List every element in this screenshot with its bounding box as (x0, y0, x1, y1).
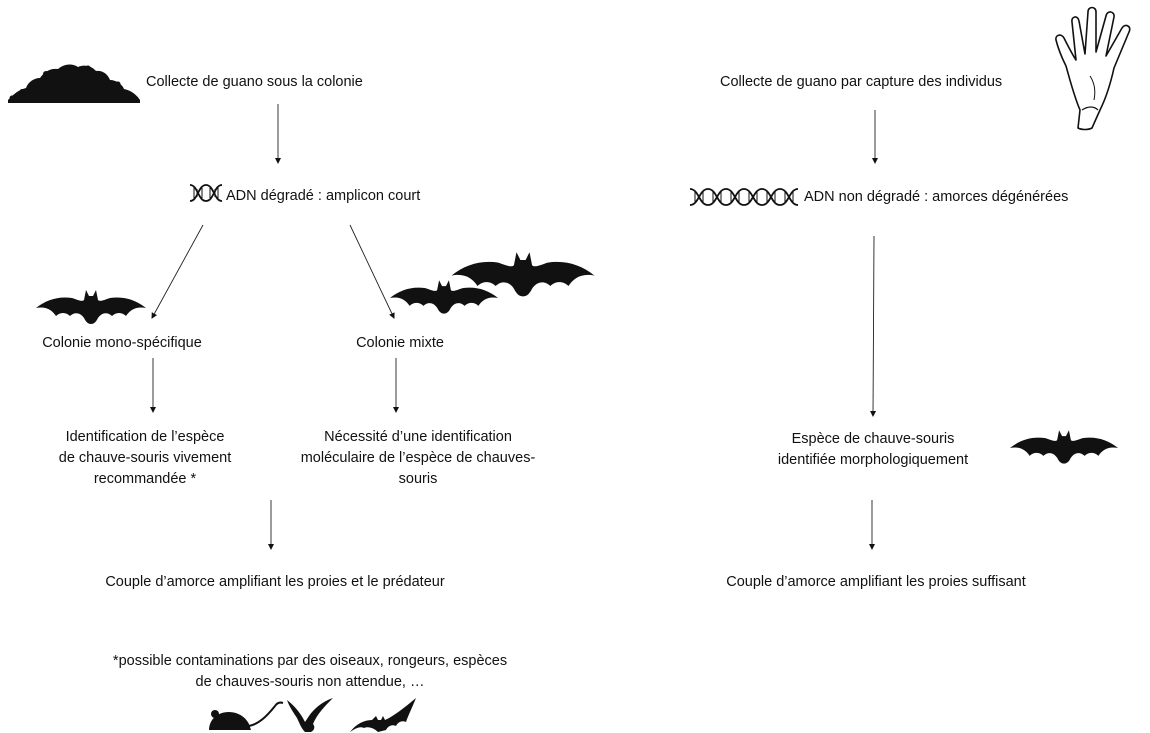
footnote: *possible contaminations par des oiseaux… (60, 651, 560, 693)
text-line: *possible contaminations par des oiseaux… (112, 653, 508, 669)
step-collect-capture: Collecte de guano par capture des indivi… (720, 74, 1003, 90)
bird-icon (287, 698, 333, 732)
text-line: souris (398, 471, 438, 487)
dna-icon (690, 188, 798, 206)
text-line: moléculaire de l’espèce de chauves- (300, 450, 536, 466)
step-mono-colony: Colonie mono-spécifique (42, 335, 202, 351)
mouse-icon (209, 701, 284, 730)
step-mixed-colony: Colonie mixte (356, 335, 444, 351)
arrow-dna-to-mono (151, 224, 204, 319)
step-primer-right: Couple d’amorce amplifiant les proies su… (726, 574, 1026, 590)
step-dna-degraded: ADN dégradé : amplicon court (226, 188, 421, 204)
bat-icon (36, 290, 146, 324)
text-line: de chauve-souris vivement (58, 450, 232, 466)
text-line: Espèce de chauve-souris (791, 431, 955, 447)
text-line: Identification de l’espèce (65, 429, 225, 445)
arrow-dna-to-mixed (349, 224, 395, 319)
bat-icon (390, 280, 498, 314)
step-dna-not-degraded: ADN non dégradé : amorces dégénérées (804, 189, 1069, 205)
text-line: de chauves-souris non attendue, … (195, 674, 425, 690)
hand-icon (1055, 6, 1131, 131)
step-identification-morpho: Espèce de chauve-souris identifiée morph… (743, 429, 1003, 471)
step-collect-colony: Collecte de guano sous la colonie (146, 74, 363, 90)
arrow-dna-to-ident-right (870, 235, 877, 417)
bat-icon (451, 252, 595, 297)
guano-pile-icon (8, 64, 140, 103)
step-identification-mixed: Nécessité d’une identification moléculai… (268, 427, 568, 490)
text-line: identifiée morphologiquement (777, 452, 969, 468)
bat-icon (350, 698, 416, 732)
text-line: recommandée * (93, 471, 197, 487)
bat-icon (1010, 430, 1118, 464)
step-identification-mono: Identification de l’espèce de chauve-sou… (25, 427, 265, 490)
text-line: Nécessité d’une identification (324, 429, 512, 445)
dna-icon (190, 184, 222, 202)
step-primer-left: Couple d’amorce amplifiant les proies et… (105, 574, 445, 590)
